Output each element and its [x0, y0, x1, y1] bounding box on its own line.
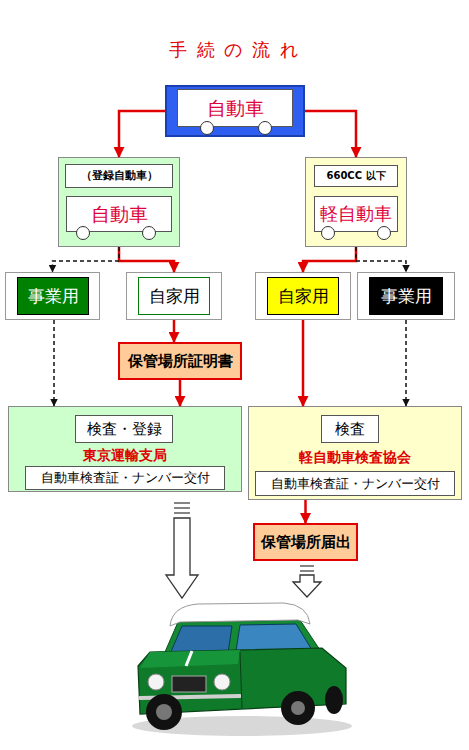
hollow-arrow [293, 575, 321, 597]
box-label: 自家用 [267, 277, 339, 315]
process-box: 自家用 [126, 272, 222, 320]
car-wheel-symbol [200, 121, 214, 135]
connector [53, 320, 55, 406]
process-box: 事業用 [357, 272, 455, 320]
arrow-stripe [300, 570, 314, 571]
car-wheel-symbol [377, 226, 391, 240]
car-door-line [240, 652, 242, 708]
arrow-stripe [174, 502, 190, 503]
diagram-title: 手 続 の 流 れ [0, 38, 469, 62]
connector [305, 111, 356, 157]
connector [119, 247, 174, 272]
arrow-stripe [174, 512, 190, 513]
process-box: 自家用 [255, 272, 351, 320]
car-hub [291, 701, 305, 715]
car-wheel-symbol [142, 226, 156, 240]
car-wheel [146, 694, 182, 730]
box-label: 660CC 以下 [314, 165, 398, 187]
box-label: 検査 [321, 415, 379, 443]
connector [304, 500, 307, 523]
process-box: 保管場所証明書 [118, 342, 242, 380]
box-label: 事業用 [17, 277, 89, 315]
box-label: 自家用 [138, 277, 210, 315]
box-label: 保管場所届出 [255, 525, 356, 559]
car-wheel-symbol [321, 226, 335, 240]
process-box: 自動車 [165, 85, 305, 137]
connector [302, 320, 305, 406]
process-box: 保管場所届出 [253, 523, 358, 561]
car-stripe [186, 651, 192, 666]
connector [119, 111, 165, 157]
arrow-stripe [300, 565, 314, 566]
car-hub [156, 704, 172, 720]
box-label: 自動車 [177, 89, 293, 127]
process-box: 660CC 以下軽自動車 [305, 157, 407, 247]
car-wheel [325, 686, 343, 714]
car-side-window [236, 624, 312, 651]
connector [179, 380, 182, 406]
car-grille [172, 676, 206, 692]
connector [173, 320, 176, 342]
connector [405, 320, 407, 406]
process-box: 事業用 [5, 272, 100, 320]
box-label: （登録自動車） [65, 164, 173, 188]
box-label: 東京運輸支局 [9, 445, 241, 465]
box-label: 自動車検査証・ナンバー交付 [255, 471, 455, 496]
box-label: 保管場所証明書 [120, 344, 240, 378]
car-headlight [214, 674, 230, 690]
car-wheel-symbol [258, 121, 272, 135]
process-box: （登録自動車）自動車 [58, 157, 180, 247]
car-bonnet [140, 650, 240, 668]
arrow-stripe [174, 507, 190, 508]
connector [53, 247, 120, 272]
hollow-arrow [166, 518, 198, 598]
box-label: 検査・登録 [75, 415, 173, 443]
process-box: 検査軽自動車検査協会自動車検査証・ナンバー交付 [248, 406, 462, 500]
car-headlight [148, 674, 164, 690]
connector [303, 247, 356, 272]
car-wheel [281, 691, 315, 725]
box-label: 事業用 [369, 277, 443, 315]
car-roof [170, 603, 310, 626]
box-label: 自動車検査証・ナンバー交付 [25, 466, 225, 490]
connector [356, 247, 406, 272]
car-wheel-symbol [76, 226, 90, 240]
process-box: 検査・登録東京運輸支局自動車検査証・ナンバー交付 [8, 406, 242, 492]
box-label: 軽自動車検査協会 [249, 447, 461, 467]
